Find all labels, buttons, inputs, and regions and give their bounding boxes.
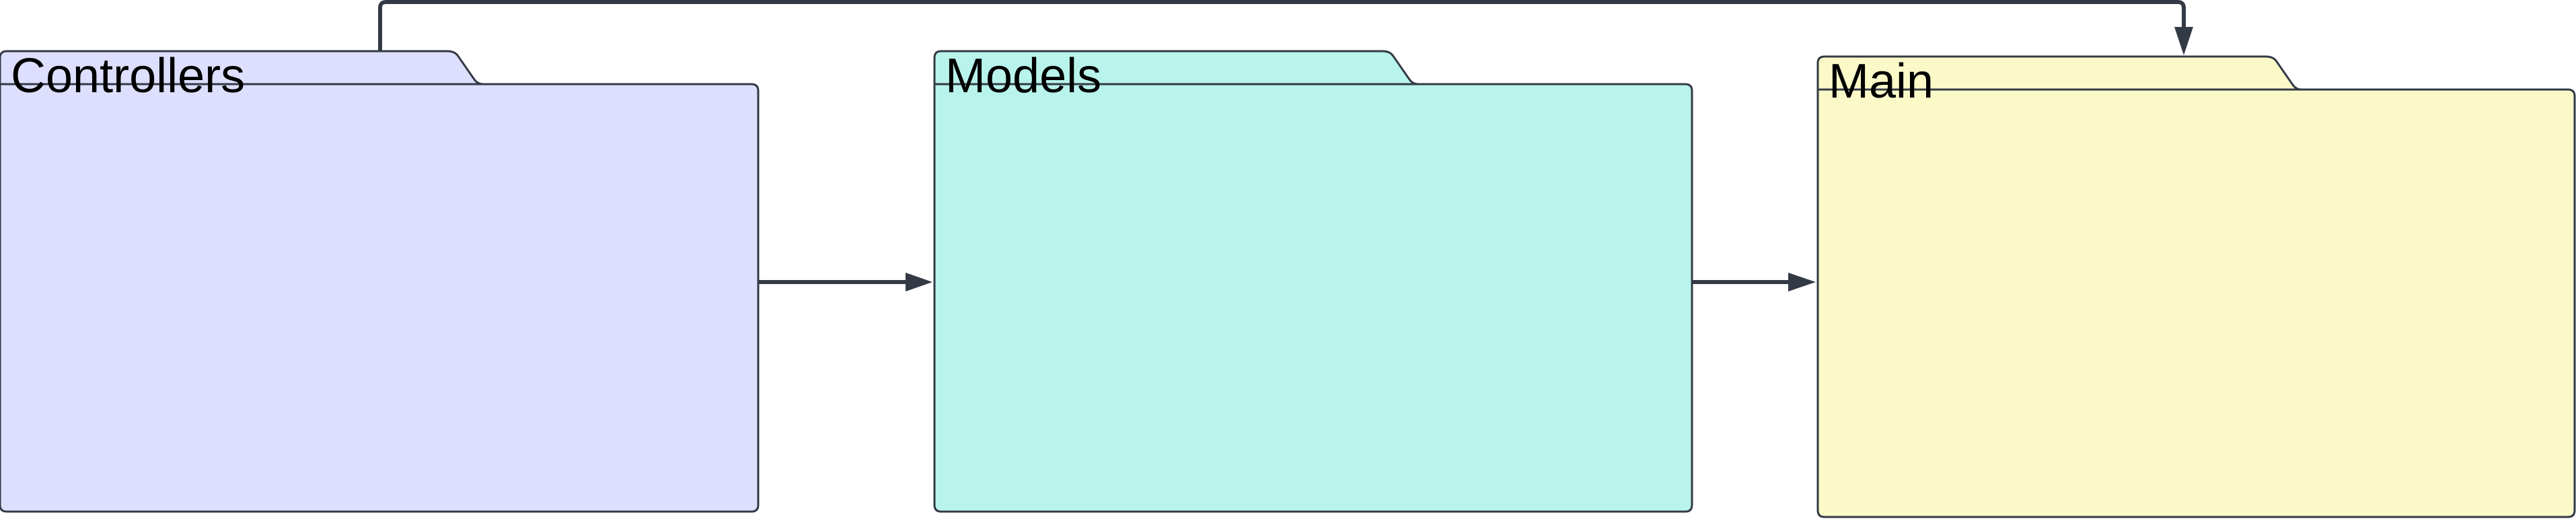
package-controllers-label: Controllers (11, 49, 245, 103)
edge-models-to-main[interactable] (1692, 273, 1816, 291)
package-models[interactable]: Models (933, 49, 1693, 513)
package-main-body (1816, 88, 2576, 518)
package-controllers[interactable]: Controllers (0, 49, 760, 513)
edge-controllers-to-main[interactable] (378, 0, 2193, 55)
package-models-label: Models (945, 49, 1101, 103)
edge-controllers-to-main-line (378, 0, 2186, 51)
package-models-body (933, 83, 1693, 513)
edge-controllers-to-models[interactable] (758, 273, 932, 291)
edge-models-to-main-arrowhead (1788, 273, 1816, 291)
edge-controllers-to-models-arrowhead (906, 273, 932, 291)
edge-controllers-to-main-arrowhead (2174, 27, 2193, 55)
package-main[interactable]: Main (1816, 55, 2576, 518)
package-controllers-body (0, 83, 760, 513)
package-main-label: Main (1829, 55, 1934, 108)
